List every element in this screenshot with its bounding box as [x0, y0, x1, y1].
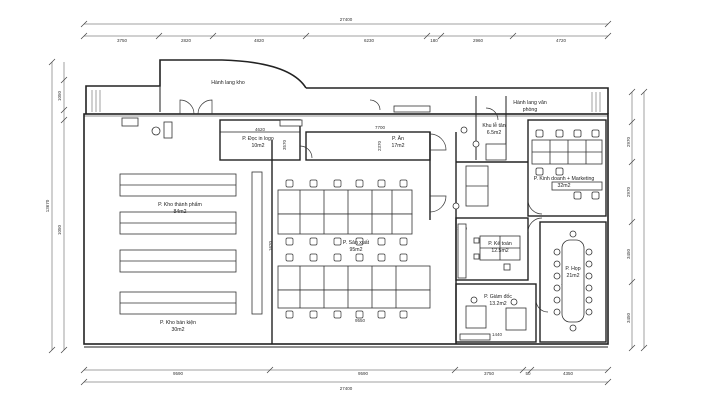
dim-interior: 7700: [375, 125, 386, 130]
room-area-meeting: 21m2: [567, 273, 580, 279]
room-area-sales: 32m2: [558, 183, 571, 189]
dim-right-seg: 3450: [626, 312, 631, 323]
dim-left-total: 13670: [45, 199, 50, 212]
dim-top-seg: 2820: [181, 38, 192, 43]
room-name-finished-goods: P. Kho thành phẩm: [158, 201, 202, 208]
dim-bottom-seg: 9590: [173, 371, 184, 376]
production-tables: [277, 189, 431, 309]
meeting-table: [553, 230, 593, 332]
room-area-accounting: 12.5m2: [491, 248, 508, 254]
dim-interior: 9550: [355, 318, 366, 323]
room-area-production: 95m2: [350, 247, 363, 253]
room-name-hallway-office: Hành lang văn: [513, 100, 547, 106]
dim-right-seg: 2970: [626, 186, 631, 197]
finished-goods-shelves: [119, 171, 263, 315]
room-name-dining: P. Ăn: [392, 135, 404, 142]
small-room-fixtures: [121, 105, 507, 210]
dim-top-seg: 2960: [473, 38, 484, 43]
dim-interior: 1620: [268, 240, 273, 251]
room-name-semi-finished: P. Kho bán kiện: [160, 320, 196, 326]
dim-bottom-seg: 9590: [358, 371, 369, 376]
room-area-semi-finished: 30m2: [172, 327, 185, 333]
room-name-logo: P. Đọc in logo: [242, 136, 274, 142]
doors: [179, 99, 549, 313]
room-name-hallway-warehouse: Hành lang kho: [211, 80, 245, 86]
dim-interior: 2370: [377, 140, 382, 151]
dim-left-seg: 1050: [57, 224, 62, 235]
dimension-ticks: [48, 20, 648, 386]
room-name-production: P. Sản xuất: [343, 240, 370, 246]
room-name-director: P. Giám đốc: [484, 294, 512, 300]
interior-walls: [219, 96, 607, 344]
dim-interior: 4620: [255, 127, 266, 132]
sales-desks: [531, 129, 603, 200]
room-name-reception: Khu lễ tân: [482, 122, 505, 129]
dim-top-seg: 6230: [364, 38, 375, 43]
dim-bottom-total: 27400: [340, 386, 353, 391]
dim-bottom-seg: 50: [525, 371, 531, 376]
room-area-reception: 6.5m2: [487, 130, 502, 136]
dim-right-seg: 2970: [626, 136, 631, 147]
room-name-meeting: P. Họp: [565, 266, 580, 272]
room-name-accounting: P. Kế toán: [488, 241, 512, 247]
production-chairs: [285, 179, 408, 319]
dim-bottom-seg: 4350: [563, 371, 574, 376]
dim-interior: 3570: [282, 139, 287, 150]
hallway-pattern: [91, 86, 601, 112]
dim-top-seg: 4720: [556, 38, 567, 43]
room-labels: Hành lang kho Hành lang văn phòng P. Đọc…: [158, 80, 594, 333]
room-area-dining: 17m2: [392, 143, 405, 149]
dim-left-seg: 1050: [57, 90, 62, 101]
dim-top-total: 27400: [340, 17, 353, 22]
room-area-logo: 10m2: [252, 143, 265, 149]
dim-interior: 1440: [492, 332, 503, 337]
room-name-sales: P. Kinh doanh + Marketing: [534, 176, 595, 182]
dim-right-seg: 3450: [626, 248, 631, 259]
room-area-finished-goods: 84m2: [174, 209, 187, 215]
room-area-director: 13.2m2: [489, 301, 506, 307]
dim-bottom-seg: 3750: [484, 371, 495, 376]
dim-top-seg: 3750: [117, 38, 128, 43]
accounting-desks: [457, 223, 521, 279]
dim-top-seg: 180: [430, 38, 438, 43]
room-area-hallway-office: phòng: [523, 107, 538, 113]
director-office-furniture: [459, 296, 527, 341]
outer-walls: [83, 59, 609, 348]
dim-top-seg: 4820: [254, 38, 265, 43]
